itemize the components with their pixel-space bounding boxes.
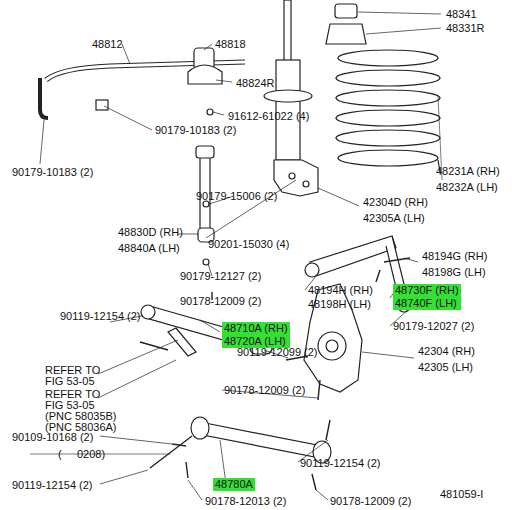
part-number: 42305A (LH)	[363, 212, 425, 224]
part-number: 48198G (LH)	[422, 266, 486, 278]
part-number: 481059-I	[440, 488, 483, 500]
part-number: 48710A (RH)	[224, 322, 288, 335]
part-number: 48232A (LH)	[436, 181, 498, 193]
part-number: 90109-10168 (2)	[12, 431, 93, 443]
part-number: 90201-15030 (4)	[208, 238, 289, 250]
part-number: REFER TO	[45, 388, 100, 400]
part-number: 91612-61022 (4)	[228, 110, 309, 122]
part-number: FIG 53-05	[45, 399, 95, 411]
highlighted-part-number: 48710A (RH)48720A (LH)	[222, 322, 290, 348]
part-number: 42304 (RH)	[418, 345, 475, 357]
part-number: 90178-12009 (2)	[330, 495, 411, 507]
part-number: 90119-12099 (2)	[237, 346, 318, 358]
part-number: 42305 (LH)	[418, 361, 473, 373]
part-number: 90179-10183 (2)	[155, 124, 236, 136]
part-number: 48194H (RH)	[308, 284, 373, 296]
part-number: 90119-12154 (2)	[12, 479, 93, 491]
part-number: 48840A (LH)	[118, 242, 180, 254]
part-number: 48818	[215, 38, 246, 50]
part-number: 90178-12009 (2)	[224, 384, 305, 396]
highlighted-part-number: 48730F (RH)48740F (LH)	[393, 284, 461, 310]
part-number: 42304D (RH)	[363, 196, 428, 208]
part-number: REFER TO	[45, 364, 100, 376]
part-number: 90179-12127 (2)	[180, 270, 261, 282]
part-number: 48341	[446, 8, 477, 20]
part-number: 90178-12013 (2)	[205, 495, 286, 507]
part-number: 48231A (RH)	[436, 165, 500, 177]
part-number: 48198H (LH)	[308, 298, 371, 310]
part-number: 48740F (LH)	[395, 297, 459, 310]
part-number: 90179-10183 (2)	[12, 166, 93, 178]
part-number: 48812	[92, 38, 123, 50]
part-number: 48780A	[215, 478, 253, 491]
part-number: 90179-12027 (2)	[393, 320, 474, 332]
part-number: 48331R	[446, 22, 485, 34]
part-number: 90178-12009 (2)	[180, 295, 261, 307]
part-number: 90119-12154 (2)	[60, 310, 141, 322]
part-number: 90179-15006 (2)	[196, 190, 277, 202]
part-number: 48730F (RH)	[395, 284, 459, 297]
part-number: ( 0208)	[58, 448, 105, 460]
highlighted-part-number: 48780A	[213, 478, 255, 491]
part-number: (PNC 58035B)	[45, 410, 117, 422]
part-number: 48830D (RH)	[118, 226, 183, 238]
part-number: FIG 53-05	[45, 375, 95, 387]
part-number: 90119-12154 (2)	[300, 457, 381, 469]
part-number: 48194G (RH)	[422, 250, 487, 262]
part-number: 48824R	[236, 77, 275, 89]
